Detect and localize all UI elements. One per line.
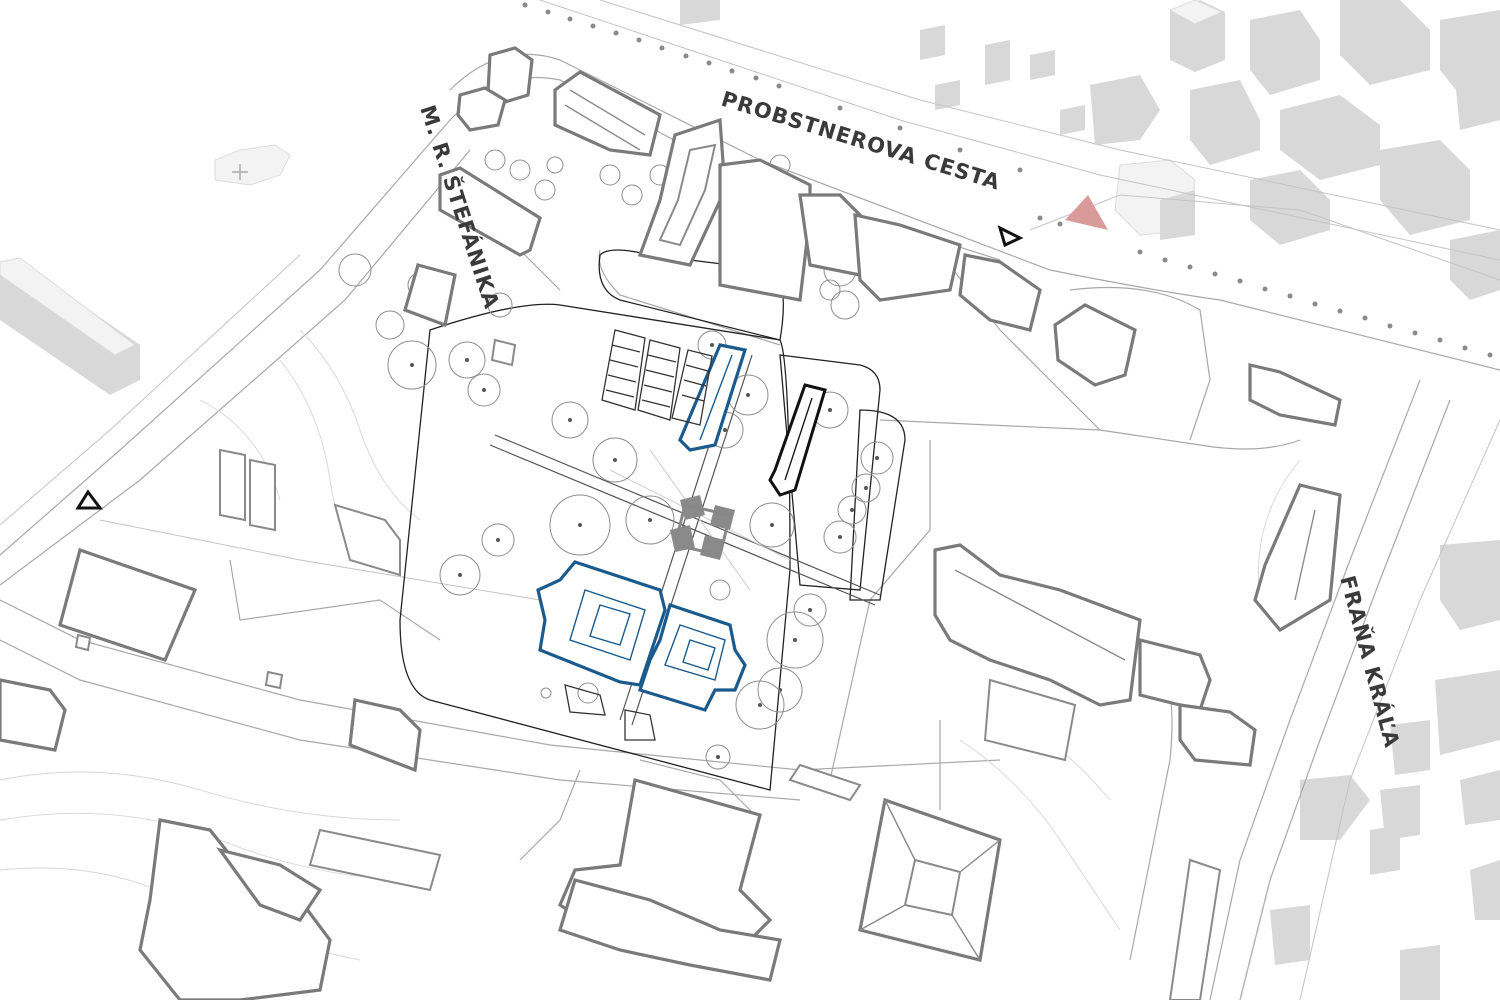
street-label-frana-krala: FRAŇA KRÁĽA bbox=[1335, 573, 1405, 751]
highlighted-building-black bbox=[768, 383, 827, 497]
chapel-symbol bbox=[214, 144, 291, 186]
fence-dots bbox=[522, 2, 1493, 358]
parking-lot bbox=[564, 329, 713, 741]
main-entrance-marker bbox=[1065, 195, 1108, 230]
central-park bbox=[399, 249, 906, 791]
highlighted-building-blue bbox=[536, 343, 748, 712]
entrance-markers bbox=[75, 195, 1108, 510]
central-fountain bbox=[670, 495, 735, 560]
entrance-marker-west bbox=[75, 489, 103, 510]
campus-buildings bbox=[0, 46, 1342, 1000]
entrance-marker-east bbox=[997, 225, 1024, 248]
